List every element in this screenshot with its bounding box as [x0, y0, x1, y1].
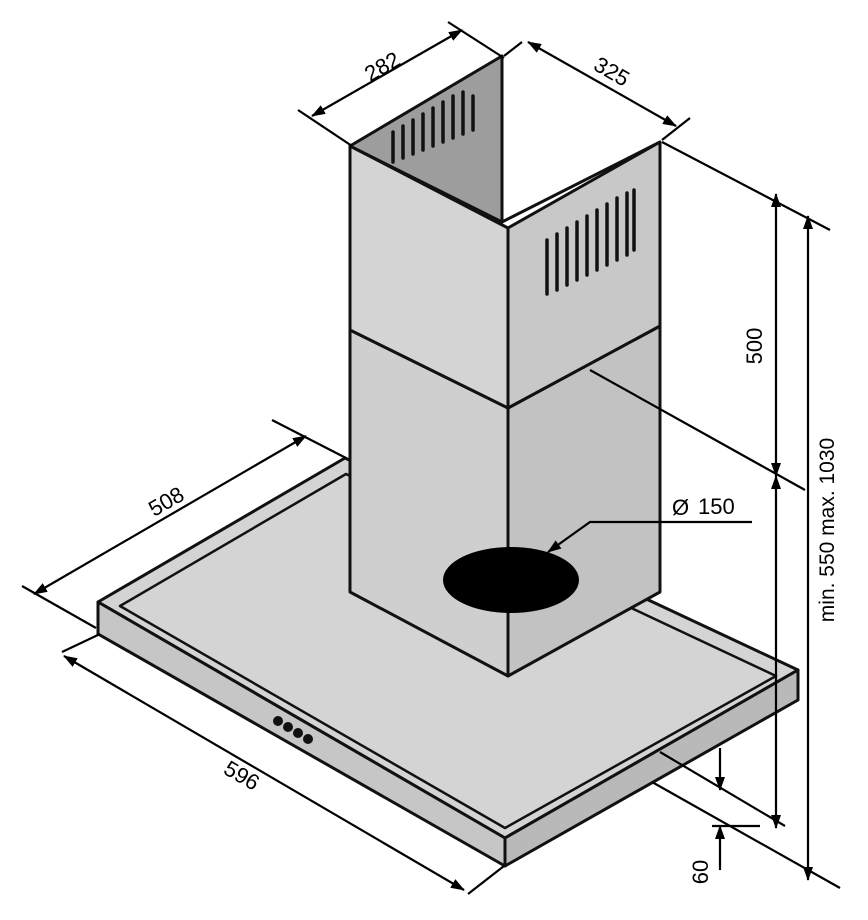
- label-outlet-diameter: 150: [698, 494, 735, 519]
- diameter-symbol-icon: Ø: [672, 495, 689, 520]
- dimension-lines: [21, 21, 841, 895]
- label-upper-chimney-height: 500: [742, 328, 767, 365]
- label-canopy-depth: 508: [144, 481, 188, 521]
- control-button[interactable]: [273, 716, 283, 726]
- dim-line-508: [33, 435, 307, 595]
- dim-line-596: [63, 655, 465, 891]
- control-button[interactable]: [293, 728, 303, 738]
- upper-chimney-right-face: [506, 140, 662, 410]
- label-total-height: min. 550 max. 1030: [816, 438, 839, 622]
- chimney-top-edge: [500, 56, 661, 224]
- outlet-hole: [443, 547, 579, 613]
- control-button[interactable]: [303, 734, 313, 744]
- label-canopy-width: 596: [220, 755, 264, 795]
- canopy-side-face: [503, 668, 800, 868]
- dim-line-325: [527, 41, 677, 127]
- dim-line-282: [311, 29, 463, 117]
- control-button[interactable]: [283, 722, 293, 732]
- label-chimney-depth: 282: [360, 46, 404, 86]
- label-canopy-thickness: 60: [688, 860, 713, 884]
- outlet-leader-line: [547, 520, 752, 553]
- label-chimney-width: 325: [590, 51, 634, 91]
- right-face-vents: [545, 188, 636, 296]
